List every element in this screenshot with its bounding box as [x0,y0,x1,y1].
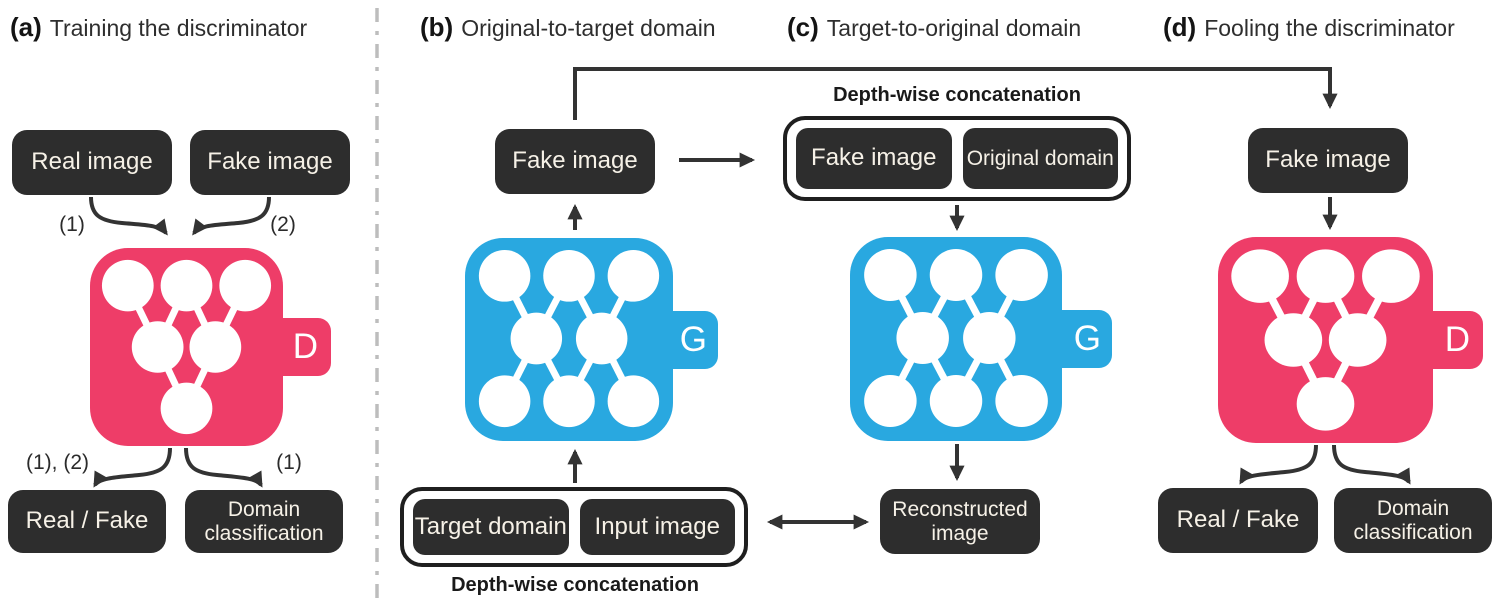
neural-network-graphic-g [864,249,1048,427]
discriminator-module-a: D [90,248,331,446]
depthwise-concat-caption-b: Depth-wise concatenation [451,574,699,596]
step-label-2-input: (2) [270,213,296,236]
panel-c-marker: (c) [787,12,819,42]
generator-c-label: G [1073,319,1101,358]
generator-b-label: G [679,319,707,359]
panel-c-title: (c) Target-to-original domain [787,12,1081,43]
panel-a-title: (a) Training the discriminator [10,12,307,43]
generator-c-body [850,237,1062,441]
panel-b-marker: (b) [420,12,454,42]
target-domain-box: Target domain [413,499,569,555]
depthwise-concat-container-c: Fake image Original domain [783,116,1131,201]
discriminator-a-body [90,248,283,446]
panel-a-marker: (a) [10,12,42,42]
generator-module-b: G [465,238,718,441]
panel-b-title-text: Original-to-target domain [461,15,716,41]
fake-image-box-d: Fake image [1248,128,1408,193]
reconstructed-image-box: Reconstructed image [880,489,1040,554]
domain-classification-box-a: Domain classification [185,490,343,553]
arrow-discriminator-d-to-domain-classification [1332,444,1411,485]
arrow-discriminator-to-domain-classification [184,447,263,488]
domain-classification-box-d: Domain classification [1334,488,1492,553]
step-label-1-input: (1) [59,213,85,236]
panel-a-title-text: Training the discriminator [49,15,308,41]
arrow-fake-image-to-discriminator [192,196,271,236]
fake-image-box-c: Fake image [796,128,952,189]
real-fake-output-box-a: Real / Fake [8,490,166,553]
panel-c-title-text: Target-to-original domain [826,15,1082,41]
discriminator-d-body [1218,237,1433,443]
original-domain-box: Original domain [962,128,1118,189]
depthwise-concat-caption-c: Depth-wise concatenation [833,84,1081,106]
step-label-output-right: (1) [276,451,302,474]
neural-network-graphic-g [478,249,660,428]
panel-d-title: (d) Fooling the discriminator [1163,12,1455,43]
generator-module-c: G [850,237,1112,441]
arrow-discriminator-d-to-real-fake [1239,444,1318,485]
real-fake-output-box-d: Real / Fake [1158,488,1318,553]
discriminator-a-label: D [292,327,318,366]
generator-b-body [465,238,673,441]
panel-b-title: (b) Original-to-target domain [420,12,716,43]
panel-d-marker: (d) [1163,12,1197,42]
fake-image-box-a: Fake image [190,130,350,195]
neural-network-graphic-d [101,259,272,435]
panel-d-title-text: Fooling the discriminator [1204,15,1455,41]
real-image-box: Real image [12,130,172,195]
discriminator-module-d: D [1218,237,1483,443]
step-label-output-left: (1), (2) [26,451,89,474]
discriminator-d-label: D [1444,320,1470,359]
neural-network-graphic-d [1231,249,1420,431]
arrow-discriminator-to-real-fake [93,447,172,488]
arrow-real-image-to-discriminator [89,196,168,236]
depthwise-concat-container-b: Target domain Input image [400,487,748,567]
fake-image-box-b: Fake image [495,129,655,194]
input-image-box: Input image [579,499,735,555]
